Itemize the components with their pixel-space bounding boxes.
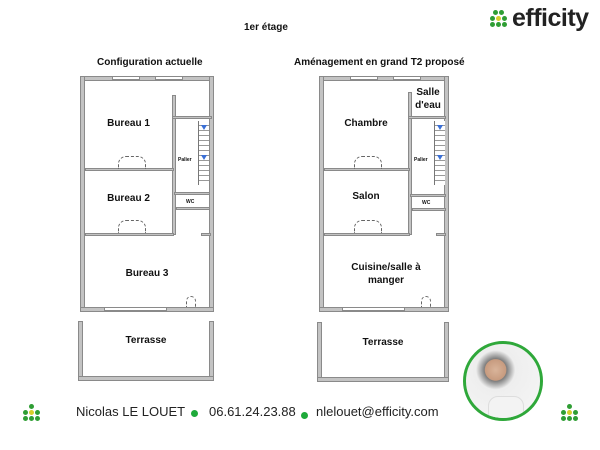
plan-title-proposed: Aménagement en grand T2 proposé [294,57,465,68]
room-label: Bureau 2 [107,193,150,204]
bullet-icon [191,410,198,417]
room-label: Terrasse [125,335,167,346]
floor-plan-current: Palier WC Bureau 1 Bureau 2 Bureau 3 Ter… [0,0,300,390]
door-icon [118,220,146,233]
agent-phone[interactable]: 06.61.24.23.88 [209,404,296,419]
room-label: Terrasse [362,337,404,348]
wc-label: WC [422,200,431,206]
agent-email[interactable]: nlelouet@efficity.com [316,404,439,419]
stairs-icon [198,121,209,185]
door-icon [354,156,382,169]
door-icon [118,156,146,169]
room-label: Chambre [344,118,388,129]
agent-photo [463,341,543,421]
room-label: Salon [352,191,380,202]
stairs-icon [434,121,445,185]
logo-dots-icon [487,10,509,28]
room-label: Cuisine/salle à manger [351,262,421,286]
footer-logo-right [557,403,581,421]
arrow-down-icon [201,155,207,160]
brand-name: efficity [512,4,589,32]
floor-title: 1er étage [244,22,288,33]
door-icon [354,220,382,233]
landing-label: Palier [414,157,428,163]
arrow-down-icon [201,125,207,130]
wc-label: WC [186,199,195,205]
room-label: Bureau 1 [107,118,150,129]
door-icon [186,296,196,307]
arrow-down-icon [437,155,443,160]
brand-logo: efficity [487,4,589,33]
floor-plan-proposed: Palier WC Salle d'eau Chambre Salon Cuis… [317,76,449,382]
footer-logo-left [19,403,43,421]
door-icon [421,296,431,307]
arrow-down-icon [437,125,443,130]
agent-name: Nicolas LE LOUET [76,404,186,419]
room-label: Salle d'eau [415,87,441,111]
plan-title-current: Configuration actuelle [97,57,203,68]
landing-label: Palier [178,157,192,163]
bullet-icon [301,412,308,419]
room-label: Bureau 3 [125,268,169,279]
